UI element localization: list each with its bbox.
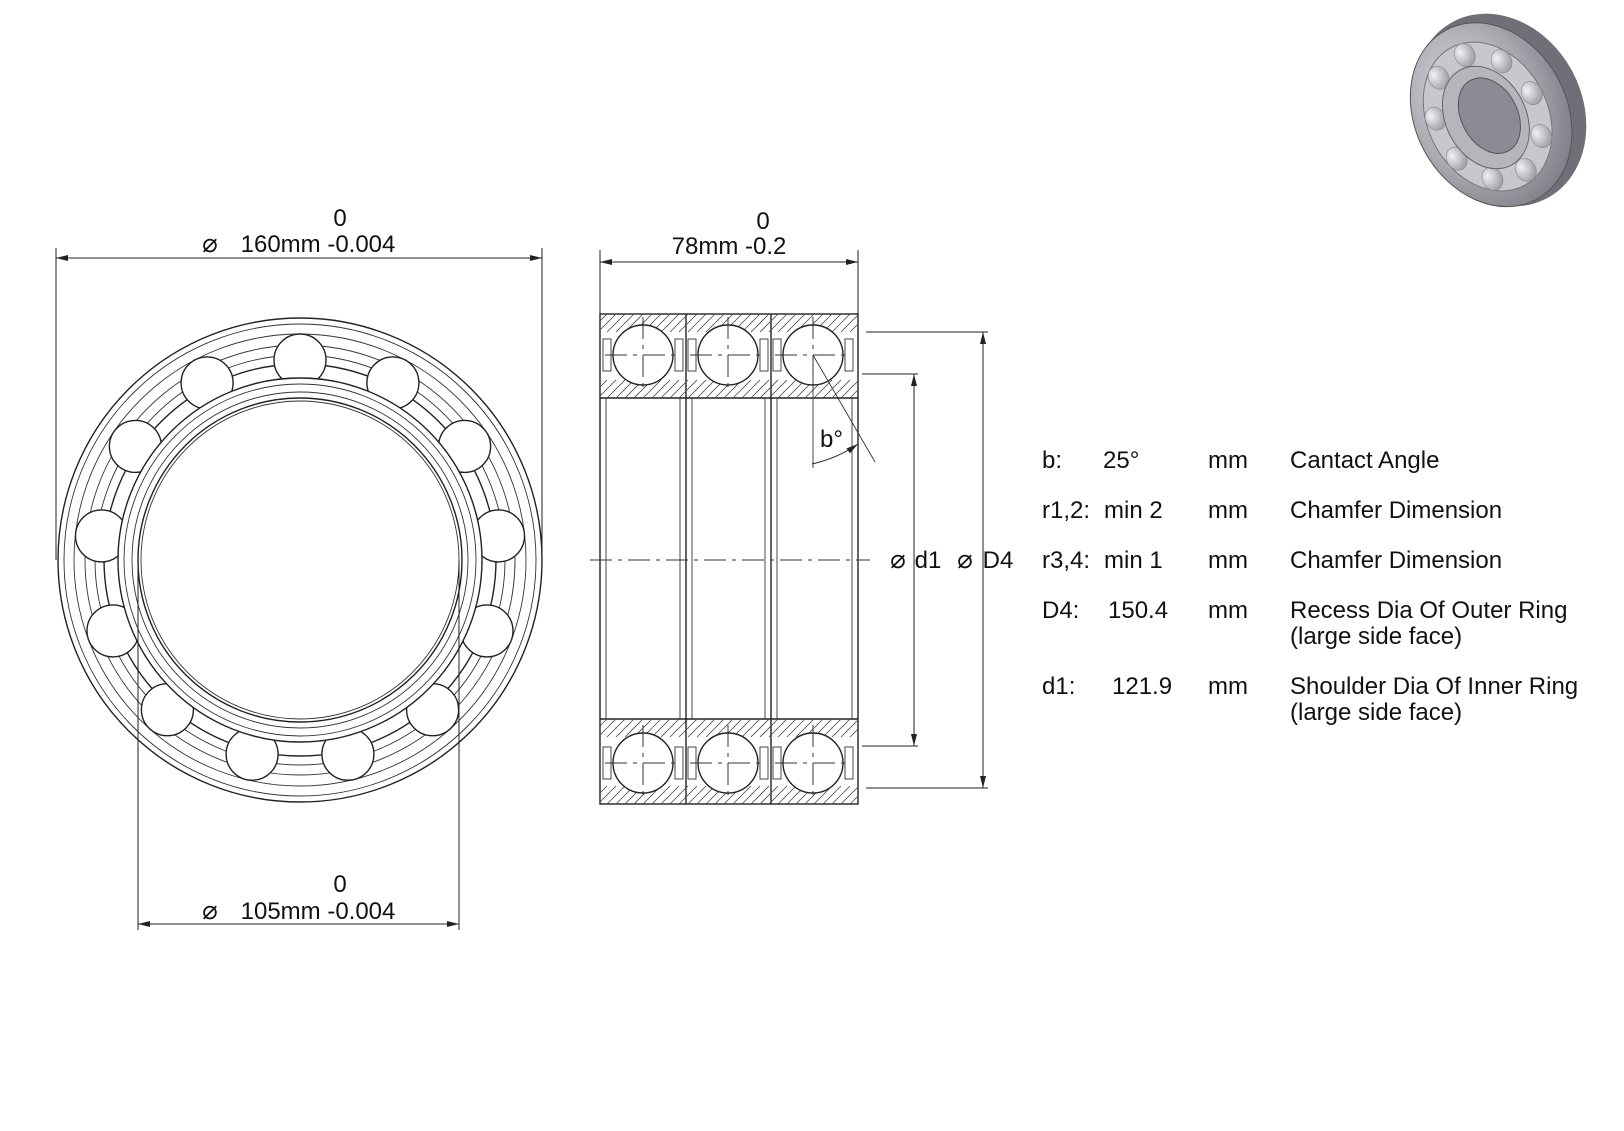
contact-angle-label: b° [820,426,843,453]
spec-description: Cantact Angle [1290,447,1440,474]
spec-value: 25° [1103,447,1140,474]
D4-label: D4 [983,547,1014,574]
spec-unit: mm [1208,597,1248,624]
spec-value: min 2 [1104,497,1163,524]
spec-key: D4: [1042,597,1080,624]
D4-diameter-symbol: ⌀ [957,544,973,574]
spec-unit: mm [1208,447,1248,474]
spec-unit: mm [1208,497,1248,524]
outer-dia-upper-tol: 0 [333,205,346,232]
spec-description: Recess Dia Of Outer Ring [1290,597,1568,624]
inner-dia-upper-tol: 0 [333,871,346,898]
spec-value: 150.4 [1108,597,1169,624]
spec-value: 121.9 [1112,673,1173,700]
spec-description-sub: (large side face) [1290,623,1463,650]
spec-unit: mm [1208,547,1248,574]
width-label: 78mm -0.2 [672,233,787,260]
d1-diameter-symbol: ⌀ [890,544,906,574]
spec-description: Shoulder Dia Of Inner Ring [1290,673,1579,700]
spec-unit: mm [1208,673,1248,700]
spec-key: b: [1042,447,1063,474]
spec-value: min 1 [1104,547,1163,574]
width-upper-tol: 0 [756,208,769,235]
spec-key: r1,2: [1042,497,1091,524]
side-section-view: b° 0 78mm -0.2 ⌀ d1 ⌀ D4 [590,208,1014,805]
inner-dia-label: 105mm -0.004 [241,898,396,925]
d1-label: d1 [915,547,942,574]
spec-description: Chamfer Dimension [1290,497,1503,524]
outer-dia-label: 160mm -0.004 [241,231,396,258]
front-view: 0 ⌀ 160mm -0.004 0 ⌀ 105mm -0.004 [55,205,543,930]
spec-description: Chamfer Dimension [1290,547,1503,574]
side-ball-set [602,317,854,801]
spec-description-sub: (large side face) [1290,699,1463,726]
spec-key: r3,4: [1042,547,1091,574]
section-hatching [599,313,859,805]
front-ball-set [74,333,526,781]
bearing-3d-render [1409,13,1587,208]
spec-key: d1: [1042,673,1076,700]
diameter-symbol-inner: ⌀ [202,895,218,925]
diameter-symbol: ⌀ [202,228,218,258]
